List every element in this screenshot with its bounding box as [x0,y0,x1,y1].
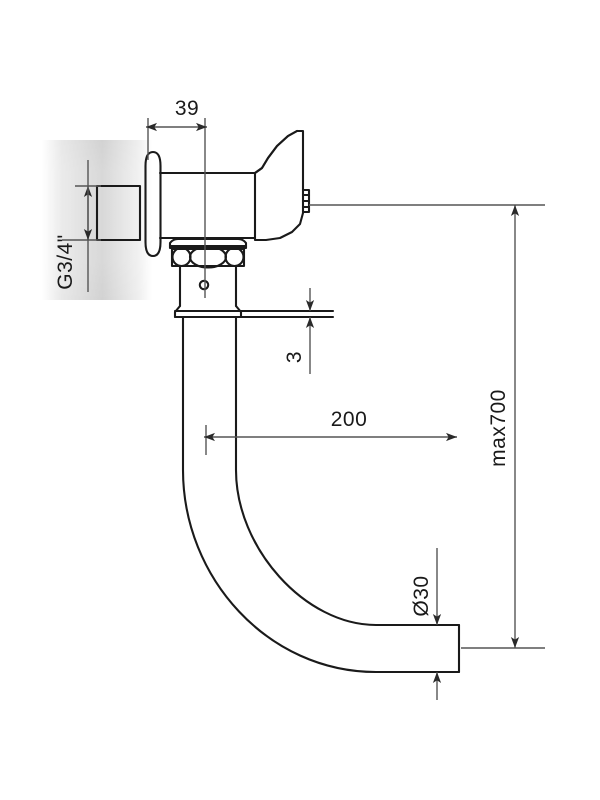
riser-tube-outline [178,264,238,308]
swivel-collar-plate [168,237,248,250]
spout-outer-wall [181,315,461,674]
dimension-thread-size [62,160,101,292]
inlet-nipple-outline [95,184,142,242]
dimension-label-outlet-diameter: Ø30 [410,575,433,616]
three-mm-plate [173,309,335,319]
dimension-max-height [309,204,545,649]
dimension-label-thread-size: G3/4" [54,234,77,289]
dimension-label-max-height: max700 [487,389,510,467]
spout-inner-wall [234,315,461,627]
collar-center-oval [188,245,228,269]
handle-shoulder-line [253,129,299,175]
riser-vent-hole [198,279,210,291]
dimension-label-spout-reach: 200 [331,408,368,431]
escutcheon-flange-outline [144,150,162,258]
dimension-label-plate-thickness: 3 [283,351,306,363]
dimension-label-flange-depth: 39 [175,97,199,120]
dimension-flange-depth [146,118,207,298]
swivel-collar-body [170,247,246,268]
valve-body-outline [158,171,257,240]
dimension-spout-reach [204,425,457,455]
collar-left-boss [171,246,192,268]
collar-right-boss [224,246,245,268]
handle-lever-outline [253,129,305,242]
spout-geometry [181,315,461,674]
